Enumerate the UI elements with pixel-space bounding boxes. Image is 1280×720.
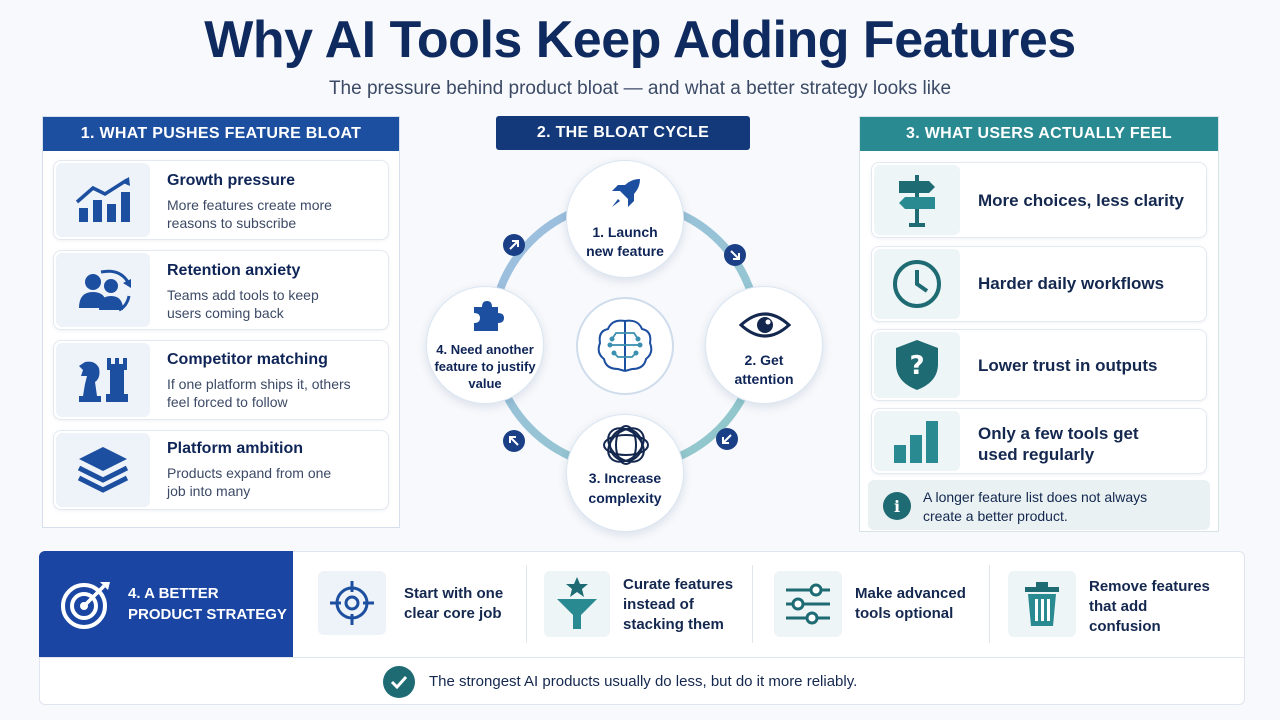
users-cycle-icon [56, 253, 150, 327]
cause-title: Platform ambition [167, 440, 304, 457]
strategy-text: Start with one [404, 585, 504, 602]
arrow-down-right-icon [724, 244, 746, 266]
node-label: complexity [588, 490, 662, 506]
strategy-text: instead of [623, 596, 694, 613]
rocket-icon [612, 179, 640, 207]
cause-title: Retention anxiety [167, 262, 301, 279]
cause-desc: job into many [167, 483, 251, 499]
panel1-heading: 1. WHAT PUSHES FEATURE BLOAT [43, 117, 399, 151]
strategy-heading: PRODUCT STRATEGY [128, 606, 287, 623]
layers-icon [56, 433, 150, 507]
divider [526, 565, 527, 643]
node-label: 2. Get [744, 352, 784, 368]
cause-desc: Teams add tools to keep [167, 287, 319, 303]
node-label: new feature [586, 243, 664, 259]
growth-chart-icon [56, 163, 150, 237]
ai-brain-circuit-icon [576, 297, 674, 395]
strategy-text: Curate features [623, 576, 734, 593]
cause-desc: users coming back [167, 305, 284, 321]
effect-text: Harder daily workflows [978, 274, 1165, 293]
sliders-icon [774, 571, 842, 637]
arrow-down-left-icon [716, 428, 738, 450]
cause-title: Growth pressure [167, 172, 296, 189]
node-label: 4. Need another [436, 342, 534, 357]
cycle-node-complexity: 3. Increase complexity [566, 414, 684, 532]
chess-pieces-icon [56, 343, 150, 417]
signpost-icon [874, 165, 960, 235]
bar-chart-icon [874, 411, 960, 471]
node-label: 3. Increase [588, 470, 662, 486]
strategy-text: confusion [1089, 618, 1161, 635]
effect-text: Lower trust in outputs [978, 356, 1158, 375]
cycle-node-launch: 1. Launch new feature [566, 160, 684, 278]
arrow-up-left-icon [503, 430, 525, 452]
cause-desc: More features create more [167, 197, 332, 213]
strategy-text: stacking them [623, 616, 724, 633]
funnel-star-icon [544, 571, 610, 637]
arrow-up-right-icon [503, 234, 525, 256]
cycle-node-attention: 2. Get attention [705, 286, 823, 404]
info-icon: i [883, 492, 911, 520]
node-label: attention [734, 371, 794, 387]
check-circle-icon [383, 666, 415, 698]
effect-text: used regularly [978, 445, 1095, 464]
effect-text: More choices, less clarity [978, 191, 1184, 210]
note-text: A longer feature list does not always [923, 489, 1148, 505]
target-arrow-icon [61, 582, 110, 629]
node-label: 1. Launch [592, 224, 658, 240]
cause-title: Competitor matching [167, 351, 328, 368]
strategy-text: Make advanced [855, 585, 966, 602]
divider [989, 565, 990, 643]
divider [752, 565, 753, 643]
strategy-text: Remove features [1089, 578, 1210, 595]
cause-desc: reasons to subscribe [167, 215, 297, 231]
strategy-text: that add [1089, 598, 1148, 615]
trash-icon [1008, 571, 1076, 637]
effect-text: Only a few tools get [978, 424, 1139, 443]
node-label: value [468, 376, 502, 391]
target-crosshair-icon [318, 571, 386, 635]
strategy-footer-divider [40, 657, 1244, 658]
cause-desc: feel forced to follow [167, 394, 288, 410]
cycle-node-need-feature: 4. Need another feature to justify value [426, 286, 544, 404]
strategy-text: clear core job [404, 605, 502, 622]
cause-desc: If one platform ships it, others [167, 376, 351, 392]
page-title: Why AI Tools Keep Adding Features [204, 11, 1076, 69]
panel3-heading: 3. WHAT USERS ACTUALLY FEEL [860, 117, 1218, 151]
cause-desc: Products expand from one [167, 465, 332, 481]
eye-icon [739, 312, 791, 338]
tangle-icon [603, 425, 649, 465]
clock-icon [874, 249, 960, 319]
shield-question-icon: ? [874, 332, 960, 398]
note-text: create a better product. [923, 508, 1068, 524]
page-subtitle: The pressure behind product bloat — and … [328, 78, 952, 99]
puzzle-icon [474, 301, 504, 331]
strategy-text: tools optional [855, 605, 954, 622]
svg-text:?: ? [909, 351, 924, 381]
strategy-heading: 4. A BETTER [128, 585, 219, 602]
node-label: feature to justify [434, 359, 536, 374]
effect-note [868, 480, 1210, 530]
panel2-heading: 2. THE BLOAT CYCLE [496, 116, 750, 150]
strategy-footer-text: The strongest AI products usually do les… [429, 673, 858, 690]
